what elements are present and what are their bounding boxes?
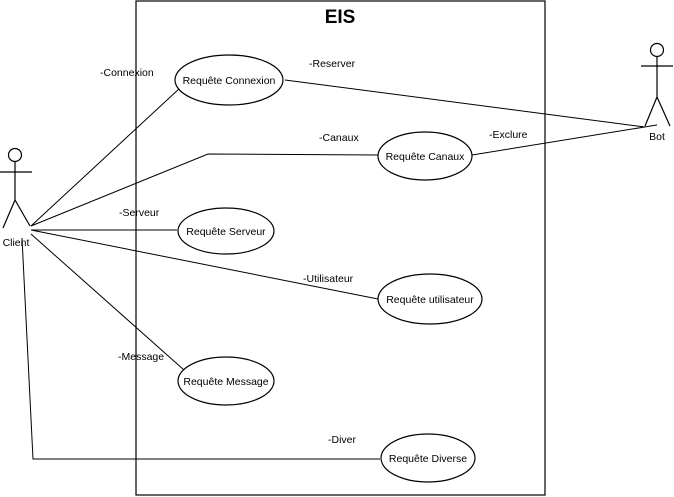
association-label-serveur: -Serveur xyxy=(119,207,160,219)
association-line-exclure xyxy=(471,124,658,156)
association-message: -Message xyxy=(30,233,185,371)
association-line-reserver xyxy=(284,79,646,128)
association-line-canaux xyxy=(30,153,379,227)
use-case-ellipse xyxy=(177,356,275,406)
use-case-ellipse xyxy=(380,433,476,483)
use-case-ellipse xyxy=(174,54,284,106)
use-case-label: Requête Diverse xyxy=(389,453,467,465)
use-case-canaux[interactable]: Requête Canaux xyxy=(377,131,473,181)
association-label-diverse: -Diver xyxy=(328,434,357,446)
use-case-ellipse xyxy=(377,273,483,325)
association-line-diverse xyxy=(21,237,380,460)
actor-bot[interactable]: Bot xyxy=(641,42,673,144)
use-case-utilisateur[interactable]: Requête utilisateur xyxy=(377,273,483,325)
use-case-diverse[interactable]: Requête Diverse xyxy=(380,433,476,483)
use-case-ellipse xyxy=(177,207,275,255)
association-reserver: -Reserver xyxy=(284,58,646,128)
association-line-message xyxy=(30,233,185,371)
use-case-label: Requête Message xyxy=(183,376,268,388)
association-label-message: -Message xyxy=(118,351,164,363)
associations: -Connexion -Canaux -Serveur -Utilisateur… xyxy=(21,58,658,460)
association-line-connexion xyxy=(30,87,181,227)
association-label-canaux: -Canaux xyxy=(319,132,359,144)
association-utilisateur: -Utilisateur xyxy=(30,229,379,300)
association-diverse: -Diver xyxy=(21,237,380,460)
actor-name: Bot xyxy=(649,131,665,143)
association-connexion: -Connexion xyxy=(30,67,181,227)
association-exclure: -Exclure xyxy=(471,124,658,156)
stick-figure-icon xyxy=(641,42,673,127)
system-title: EIS xyxy=(325,7,356,28)
actor-name: Client xyxy=(3,237,30,249)
use-case-label: Requête Connexion xyxy=(183,75,276,87)
stick-figure-icon xyxy=(0,147,32,229)
use-case-ellipse xyxy=(377,131,473,181)
use-case-connexion[interactable]: Requête Connexion xyxy=(174,54,284,106)
association-canaux: -Canaux xyxy=(30,132,379,227)
association-label-connexion: -Connexion xyxy=(100,67,154,79)
use-case-message[interactable]: Requête Message xyxy=(177,356,275,406)
use-case-label: Requête Serveur xyxy=(186,226,266,238)
association-line-utilisateur xyxy=(30,229,379,300)
use-case-label: Requête utilisateur xyxy=(386,294,474,306)
association-serveur: -Serveur xyxy=(31,207,177,231)
actor-client[interactable]: Client xyxy=(0,147,32,250)
association-label-utilisateur: -Utilisateur xyxy=(303,273,354,285)
use-case-serveur[interactable]: Requête Serveur xyxy=(177,207,275,255)
association-label-reserver: -Reserver xyxy=(309,58,356,70)
association-label-exclure: -Exclure xyxy=(489,129,528,141)
use-case-label: Requête Canaux xyxy=(386,151,466,163)
